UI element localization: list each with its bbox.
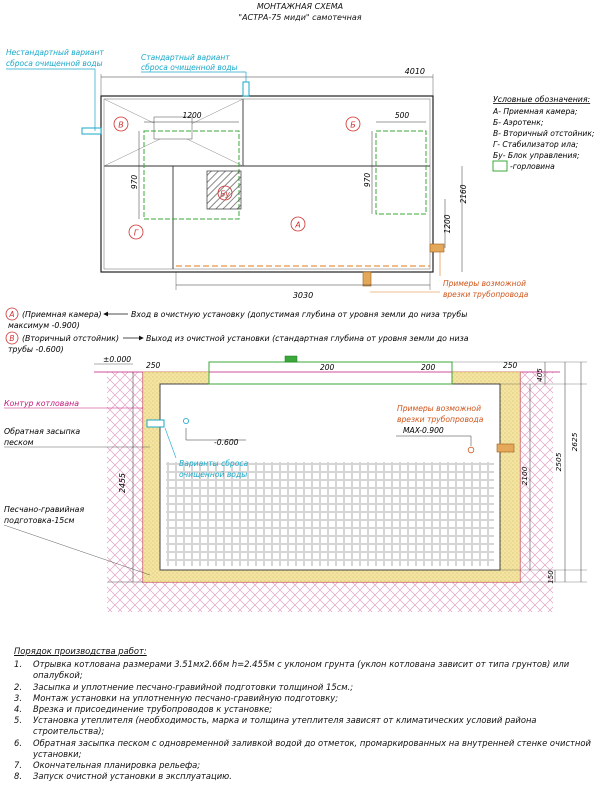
nonstandard-outlet [81,127,102,135]
procedure-title: Порядок производства работ: [14,646,147,656]
label-a: А [294,221,300,230]
tie-in-line1: Примеры возможной [397,404,481,413]
soil-hatch [107,372,553,612]
dim-250-right: 250 [503,361,518,370]
control-block [206,170,242,210]
standard-note-line1: Стандартный вариант [141,53,230,62]
procedure-step: 6.Обратная засыпка песком с одновременно… [14,737,591,759]
dim-2160: 2160 [459,184,468,203]
manhole-right [375,130,427,215]
manhole-left [143,130,240,220]
procedure-step: 1.Отрывка котлована размерами 3.51мх2.66… [14,659,570,681]
legend: Условные обозначения: А- Приемная камера… [492,95,595,172]
ground-level: ±0.000 [103,355,131,364]
dim-4010: 4010 [405,67,425,76]
procedure-step: 8.Запуск очистной установки в эксплуатац… [14,771,232,782]
note-a-title: (Приемная камера) [22,310,102,319]
drawing-title: МОНТАЖНАЯ СХЕМА [256,2,344,11]
section-view: -0.600 MAX-0.900 ±0.000 250 200 200 250 … [3,355,587,612]
backfill-label-line2: песком [4,438,34,447]
label-v: В [118,121,124,130]
drawing-subtitle: "АСТРА-75 миди" самотечная [238,13,362,22]
note-v-circle: В [9,334,14,343]
standard-outlet [242,81,250,97]
dim-1200-side: 1200 [443,214,452,233]
discharge-variants-line2: очищенной воды [179,470,247,479]
note-a-circle: А [8,310,14,319]
dim-150: 150 [547,570,555,584]
note-a-desc: Вход в очистную установку (допустимая гл… [131,310,467,319]
dim-200-b: 200 [421,363,436,372]
manhole-legend-swatch [492,160,508,172]
dim-405: 405 [535,368,544,382]
discharge-pipe-section [146,419,165,428]
label-b: Б [350,121,356,130]
neck-outline [208,361,453,384]
label-g: Г [134,229,139,238]
plan-view: В Б Г А Бу 4010 1200 500 970 970 2160 12… [6,48,529,300]
level-900: MAX-0.900 [403,426,444,435]
standard-note-line2: сброса очищенной воды [141,63,238,72]
discharge-variants-line1: Варианты сброса [179,459,249,468]
nonstandard-note-line2: сброса очищенной воды [6,59,103,68]
dim-3030: 3030 [293,291,313,300]
pit-contour-label: Контур котлована [4,399,79,408]
backfill-label-line1: Обратная засыпка [4,427,80,436]
legend-item: Г- Стабилизатор ила; [493,140,579,149]
dim-970-right: 970 [363,173,372,188]
procedure-step: 2.Засыпка и уплотнение песчано-гравийной… [14,681,354,692]
procedure-step: 4.Врезка и присоединение трубопроводов к… [14,704,273,715]
procedure-step: 3.Монтаж установки на уплотненную песчан… [14,692,339,703]
dim-2625: 2625 [570,432,579,451]
note-v-desc-cont: трубы -0.600) [8,345,64,354]
procedure-step: 7.Окончательная планировка рельефа; [14,760,201,771]
dim-200-a: 200 [320,363,335,372]
tie-in-line2: врезки трубопровода [397,415,484,424]
legend-item: В- Вторичный отстойник; [493,129,595,138]
legend-item: Б- Аэротенк; [493,118,544,127]
water-fill [166,462,494,566]
note-v-desc: Выход из очистной установки (стандартная… [146,334,469,343]
level-600: -0.600 [214,438,239,447]
legend-hatch-label: -горловина [510,162,555,171]
label-bu: Бу [220,190,230,199]
tie-in-note-line1: Примеры возможной [443,279,526,288]
vent [284,355,298,363]
note-v-title: (Вторичный отстойник) [22,334,119,343]
legend-title: Условные обозначения: [493,95,590,104]
dim-1200-top: 1200 [182,111,201,120]
dim-2505: 2505 [554,452,563,471]
procedure-section: Порядок производства работ: 1.Отрывка ко… [14,646,594,782]
procedure-step: 5.Установка утеплителя (необходимость, м… [14,715,537,737]
tank-outline [100,95,434,273]
note-a-desc-cont: максимум -0.900) [8,321,80,330]
tie-in-pipe-section [496,443,515,453]
legend-item: А- Приемная камера; [492,107,578,116]
bedding-label-line1: Песчано-гравийная [4,505,84,514]
bedding-label-line2: подготовка-15см [4,516,75,525]
dim-2100: 2100 [520,466,529,485]
pipe-notes: А (Приемная камера) Вход в очистную уста… [5,307,469,354]
dim-500: 500 [395,111,410,120]
dim-970-left: 970 [130,175,139,190]
dim-2455: 2455 [118,473,127,493]
tie-in-note-line2: врезки трубопровода [443,290,529,299]
drawing-canvas: В Б Г А Бу 4010 1200 500 970 970 2160 12… [3,48,595,612]
nonstandard-note-line1: Нестандартный вариант [6,48,104,57]
legend-item: Бу- Блок управления; [493,151,580,160]
dim-250-left: 250 [146,361,161,370]
outlet-pipe-plan [429,243,445,253]
